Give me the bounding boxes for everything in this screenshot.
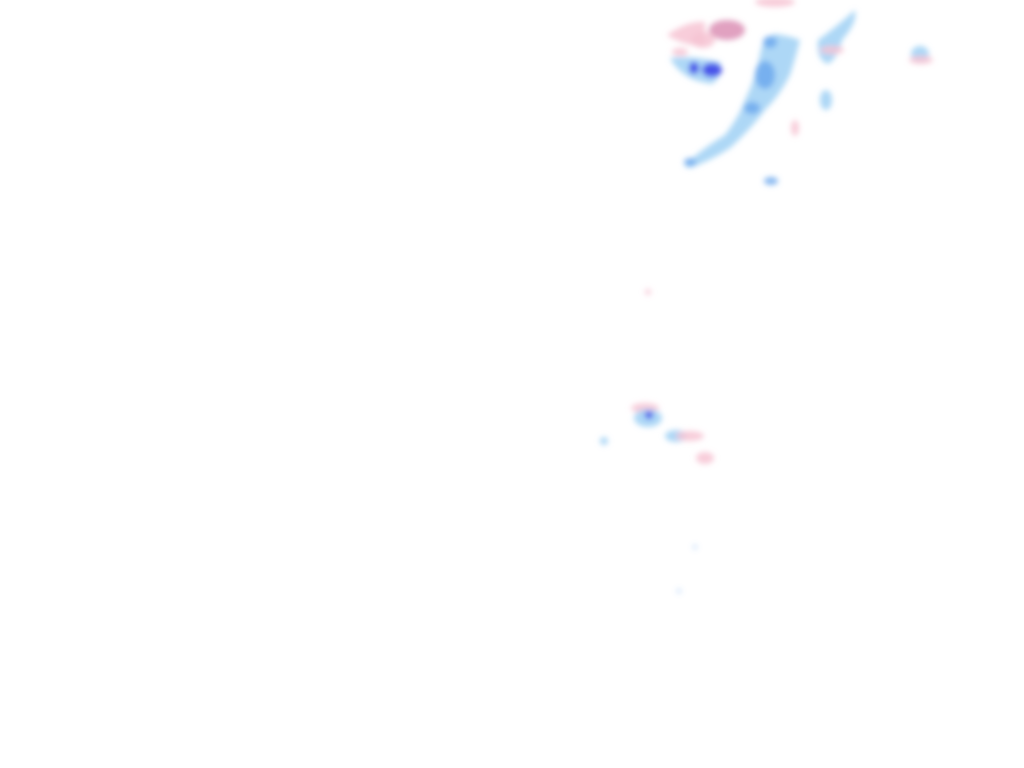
mix-cell xyxy=(672,48,688,56)
mix-cell xyxy=(909,56,933,64)
mix-cell xyxy=(676,431,704,441)
rain-cell xyxy=(702,63,722,77)
rain-speck xyxy=(693,545,697,549)
mix-cell xyxy=(691,32,715,48)
mix-cell xyxy=(709,20,745,40)
mix-cell xyxy=(820,46,844,54)
rain-band xyxy=(684,34,800,168)
mix-cell xyxy=(791,120,799,136)
rain-cell xyxy=(817,10,856,64)
rain-cell xyxy=(684,158,696,166)
rain-cell xyxy=(600,437,608,445)
rain-speck xyxy=(677,589,681,593)
rain-cell xyxy=(755,61,775,89)
rain-cell xyxy=(764,177,778,185)
rain-cell xyxy=(689,62,699,74)
rain-cell xyxy=(820,90,832,110)
mix-cell xyxy=(755,0,795,7)
rain-cell xyxy=(645,411,653,419)
mix-cell xyxy=(696,452,714,464)
rain-cell xyxy=(763,36,777,48)
rain-cell xyxy=(744,102,760,114)
mix-cell xyxy=(645,289,651,295)
precipitation-cells xyxy=(600,0,933,593)
